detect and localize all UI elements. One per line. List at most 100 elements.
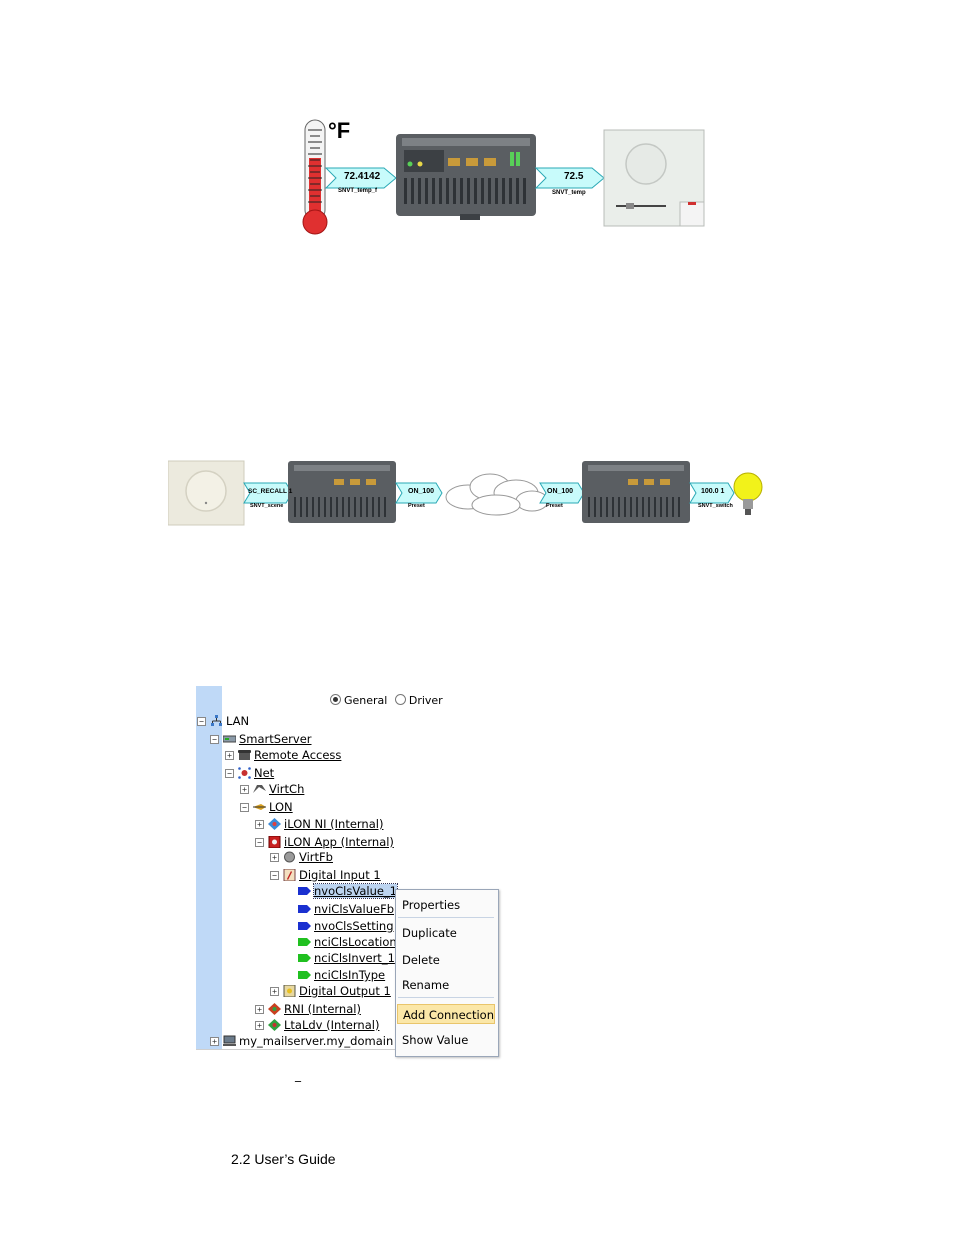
expand-icon[interactable]: + — [270, 853, 279, 862]
net-icon — [238, 767, 251, 779]
tree-node-label: my_mailserver.my_domain — [239, 1034, 394, 1048]
input-dp-icon — [298, 905, 311, 913]
expand-icon[interactable]: + — [270, 987, 279, 996]
lon-channel-icon — [253, 804, 266, 810]
figure-temperature-conversion: °F 72.4142 SNVT_temp_f 72.5 SNVT_temp — [300, 118, 710, 236]
thermostat-image — [603, 129, 705, 227]
arrow1-value: SC_RECALL 1 — [248, 488, 293, 495]
tree-node-nviclsvaluefb[interactable]: nviClsValueFb — [298, 901, 394, 917]
menu-item-properties[interactable]: Properties — [402, 898, 461, 912]
tree-node-nvoclsvalue[interactable]: nvoClsValue_1 — [298, 883, 398, 899]
virtual-fb-icon — [284, 851, 295, 863]
tree-node-label: RNI (Internal) — [284, 1002, 361, 1016]
arrow3-value: ON_100 — [547, 488, 574, 495]
arrow-in-value: 72.4142 — [344, 171, 381, 182]
tree-node-nciclsinvert[interactable]: nciClsInvert_1 — [298, 950, 395, 966]
menu-item-duplicate[interactable]: Duplicate — [402, 926, 457, 940]
tree-node-nciclsintype[interactable]: nciClsInType — [298, 967, 385, 983]
arrow1-type: SNVT_scene — [250, 503, 284, 509]
tree-node-nciclslocation[interactable]: nciClsLocation — [298, 934, 397, 950]
expand-icon[interactable]: + — [210, 1037, 219, 1046]
tree-left-strip — [196, 686, 222, 1049]
figure-scene-to-switch: SC_RECALL 1 SNVT_scene ON_100 Preset ON_… — [168, 457, 768, 529]
cloud-icon — [445, 473, 549, 516]
tree-node-remote-access[interactable]: + Remote Access — [225, 747, 341, 763]
collapse-icon[interactable]: − — [210, 735, 219, 744]
tree-node-lon[interactable]: − LON — [240, 799, 293, 815]
expand-icon[interactable]: + — [255, 820, 264, 829]
tree-node-smartserver[interactable]: − SmartServer — [210, 731, 312, 747]
page-footer: 2.2 User’s Guide — [231, 1151, 336, 1167]
tree-node-label: LAN — [226, 714, 250, 728]
expand-icon[interactable]: + — [240, 785, 249, 794]
functional-block-icon — [283, 985, 296, 997]
arrow4-type: SNVT_switch — [698, 503, 733, 509]
tree-node-label: Digital Output 1 — [299, 984, 391, 998]
tree-node-lan[interactable]: − LAN — [197, 713, 249, 729]
expand-icon[interactable]: + — [225, 751, 234, 760]
tree-node-mailserver[interactable]: + my_mailserver.my_domain — [210, 1033, 393, 1049]
ilon-device-image-2 — [582, 461, 690, 523]
network-icon — [211, 715, 222, 726]
ilon-device-image-1 — [288, 461, 396, 523]
menu-separator — [398, 997, 494, 998]
tree-node-rni[interactable]: + RNI (Internal) — [255, 1001, 361, 1017]
computer-icon — [223, 1035, 236, 1046]
unit-symbol: °F — [328, 118, 351, 143]
radio-general[interactable] — [330, 694, 341, 705]
light-bulb-icon — [733, 472, 763, 515]
tree-node-label: VirtFb — [299, 850, 333, 864]
ni-device-icon — [268, 818, 281, 830]
tree-node-label: nciClsLocation — [314, 935, 397, 949]
tree-view-panel: General Driver — [196, 686, 516, 1056]
tree-node-ilon-ni[interactable]: + iLON NI (Internal) — [255, 816, 383, 832]
server-icon — [223, 735, 236, 743]
collapse-icon[interactable]: − — [197, 717, 206, 726]
menu-item-add-connection[interactable]: Add Connection — [397, 1004, 495, 1024]
dash-mark: _ — [295, 1068, 301, 1082]
arrow3-type: Preset — [546, 503, 563, 509]
tree-node-ilon-app[interactable]: − iLON App (Internal) — [255, 834, 394, 850]
collapse-icon[interactable]: − — [240, 803, 249, 812]
config-dp-icon — [298, 954, 311, 962]
tree-node-ltaldv[interactable]: +LtaLdv (Internal) — [255, 1017, 379, 1033]
tree-node-label: nviClsValueFb — [314, 902, 395, 916]
radio-driver-label: Driver — [408, 694, 443, 707]
ilon-device-image — [396, 134, 536, 220]
functional-block-icon — [283, 869, 296, 881]
tree-node-label: iLON NI (Internal) — [284, 817, 384, 831]
tree-divider — [196, 1049, 496, 1050]
tree-node-virtfb[interactable]: + VirtFb — [270, 849, 333, 865]
thermometer-icon — [302, 119, 328, 235]
radio-driver[interactable] — [394, 694, 406, 705]
tree-node-label: LON — [269, 800, 293, 814]
rni-device-icon — [268, 1003, 281, 1015]
tree-node-nvoclssetting[interactable]: nvoClsSetting — [298, 918, 394, 934]
arrow-out-value: 72.5 — [564, 171, 584, 182]
output-dp-icon — [298, 887, 311, 895]
tree-node-label: nciClsInvert_1 — [314, 951, 395, 965]
collapse-icon[interactable]: − — [270, 871, 279, 880]
tree-node-label: nvoClsSetting — [314, 919, 394, 933]
tree-node-digital-input-1[interactable]: − Digital Input 1 — [270, 867, 381, 883]
collapse-icon[interactable]: − — [255, 838, 264, 847]
collapse-icon[interactable]: − — [225, 769, 234, 778]
expand-icon[interactable]: + — [255, 1005, 264, 1014]
expand-icon[interactable]: + — [255, 1021, 264, 1030]
tree-node-label: Remote Access — [254, 748, 342, 762]
config-dp-icon — [298, 938, 311, 946]
tree-node-label: SmartServer — [239, 732, 312, 746]
arrow-out-type: SNVT_temp — [552, 190, 586, 196]
menu-item-show-value[interactable]: Show Value — [402, 1033, 469, 1047]
menu-item-delete[interactable]: Delete — [402, 953, 440, 967]
tree-node-digital-output-1[interactable]: + Digital Output 1 — [270, 983, 391, 999]
tree-node-label: Digital Input 1 — [299, 868, 381, 882]
wall-switch-image — [168, 460, 245, 526]
tree-node-label: Net — [254, 766, 275, 780]
tree-node-virtch[interactable]: + VirtCh — [240, 781, 304, 797]
menu-item-rename[interactable]: Rename — [402, 978, 450, 992]
tree-node-label: iLON App (Internal) — [284, 835, 394, 849]
tree-node-net[interactable]: − Net — [225, 765, 274, 781]
tree-node-label: nciClsInType — [314, 968, 386, 982]
tree-node-label: VirtCh — [269, 782, 305, 796]
